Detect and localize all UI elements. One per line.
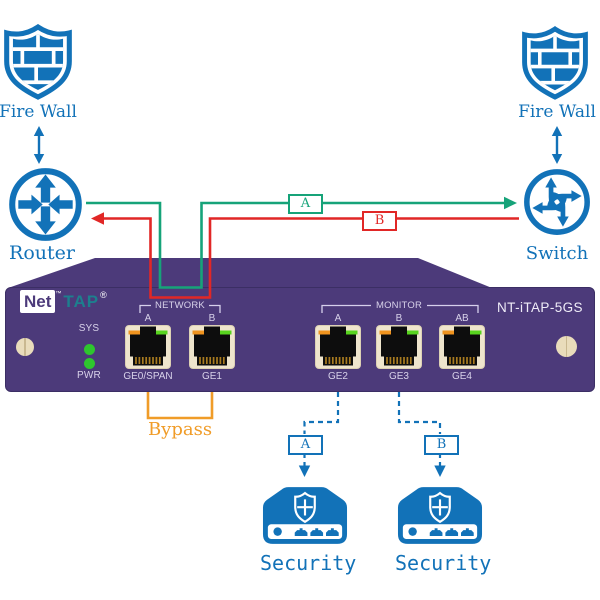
security-left-label: Security bbox=[260, 551, 357, 575]
port-name: GE3 bbox=[388, 371, 409, 382]
path-a-arrowhead bbox=[504, 196, 517, 210]
logo-net: Net bbox=[20, 290, 56, 313]
bypass-link-line bbox=[146, 392, 214, 420]
sys-label: SYS bbox=[78, 323, 100, 334]
port-letter: B bbox=[208, 313, 216, 324]
logo-registered: ® bbox=[100, 290, 107, 300]
pwr-led bbox=[83, 358, 95, 369]
path-a-tag: A bbox=[288, 194, 323, 214]
monitor-a-dashed-line bbox=[303, 392, 340, 434]
screw-left bbox=[16, 338, 34, 356]
port-ge4: AB GE4 bbox=[427, 312, 497, 382]
monitor-a-tag: A bbox=[288, 435, 323, 455]
rj45-jack-icon bbox=[376, 325, 422, 369]
monitor-a-arrowhead bbox=[298, 465, 311, 477]
switch-label: Switch bbox=[525, 243, 589, 264]
port-name: GE0/SPAN bbox=[123, 371, 173, 382]
port-ge0-span: A GE0/SPAN bbox=[113, 312, 183, 382]
device-front-panel bbox=[5, 287, 595, 392]
port-letter: A bbox=[144, 313, 152, 324]
port-ge3: B GE3 bbox=[364, 312, 434, 382]
sys-led bbox=[83, 344, 95, 355]
rj45-jack-icon bbox=[315, 325, 361, 369]
logo-tap: TAP bbox=[63, 292, 100, 311]
path-b-tag: B bbox=[362, 210, 397, 231]
monitor-b-tag: B bbox=[424, 435, 459, 455]
firewall-icon-left bbox=[3, 24, 73, 100]
port-letter: AB bbox=[455, 313, 469, 324]
path-a-line bbox=[86, 201, 504, 289]
logo-trademark: ™ bbox=[55, 291, 62, 297]
port-letter: A bbox=[334, 313, 342, 324]
security-appliance-icon-right bbox=[397, 486, 483, 545]
monitor-group-label: MONITOR bbox=[375, 300, 423, 311]
router-label: Router bbox=[9, 242, 75, 264]
firewall-left-label: Fire Wall bbox=[0, 102, 77, 122]
path-b-arrowhead bbox=[91, 212, 104, 225]
nettap-logo: Net ™ TAP ® bbox=[20, 290, 107, 313]
port-name: GE4 bbox=[451, 371, 472, 382]
security-appliance-icon-left bbox=[262, 486, 348, 545]
firewall-right-label: Fire Wall bbox=[518, 102, 596, 122]
port-name: GE2 bbox=[327, 371, 348, 382]
port-ge2: A GE2 bbox=[303, 312, 373, 382]
pwr-label: PWR bbox=[77, 370, 101, 381]
rj45-jack-icon bbox=[189, 325, 235, 369]
firewall-router-arrow bbox=[33, 126, 45, 164]
firewall-icon-right bbox=[521, 26, 589, 100]
firewall-switch-arrow bbox=[551, 126, 563, 164]
monitor-b-dashed-line bbox=[397, 392, 442, 434]
port-ge1: B GE1 bbox=[177, 312, 247, 382]
port-name: GE1 bbox=[201, 371, 222, 382]
rj45-jack-icon bbox=[439, 325, 485, 369]
screw-right bbox=[556, 336, 577, 357]
device-model-label: NT-iTAP-5GS bbox=[497, 300, 583, 315]
network-group-label: NETWORK bbox=[155, 300, 205, 311]
rj45-jack-icon bbox=[125, 325, 171, 369]
bypass-label: Bypass bbox=[147, 419, 213, 440]
switch-icon bbox=[523, 168, 591, 236]
monitor-b-arrowhead bbox=[434, 465, 446, 477]
path-b-line bbox=[104, 217, 519, 299]
port-letter: B bbox=[395, 313, 403, 324]
router-icon bbox=[8, 167, 83, 242]
security-right-label: Security bbox=[395, 551, 492, 575]
